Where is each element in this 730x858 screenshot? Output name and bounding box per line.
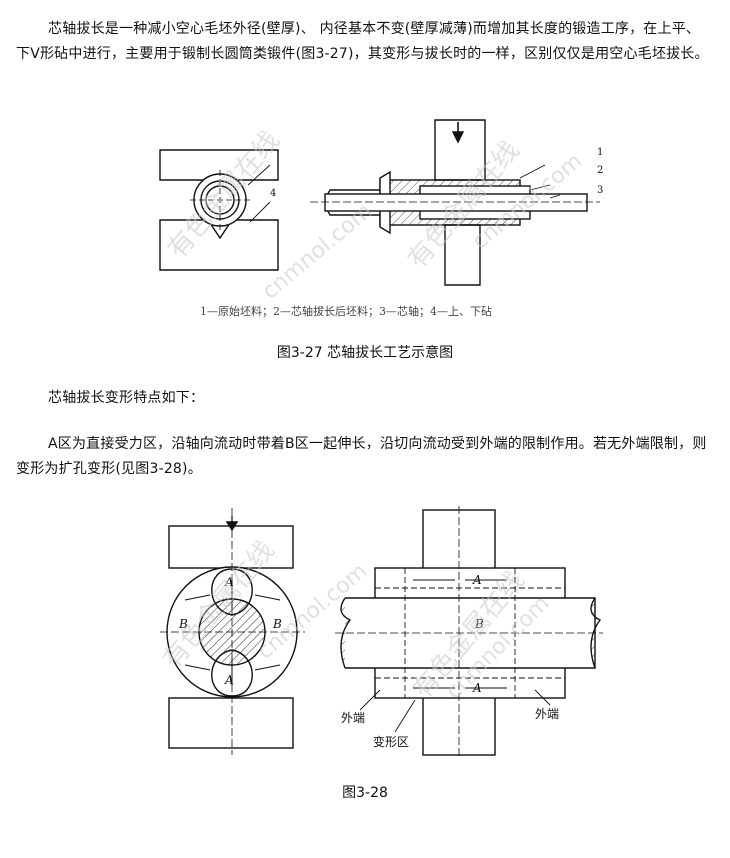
fig28-label-outer-end-left: 外端 [341,711,365,725]
figure-3-28: A A B B A A B 外端 外端 变形区 有色金属在线 cnmnol.co… [155,500,605,760]
fig28-label-a-bottom: A [224,673,234,687]
fig28-longitudinal-view [335,506,603,758]
figure-3-27-caption: 图3-27 芯轴拔长工艺示意图 [276,345,454,361]
intro-paragraph: 芯轴拔长是一种减小空心毛坯外径(壁厚)、 内径基本不变(壁厚减薄)而增加其长度的… [16,21,709,62]
fig28-cross-section [160,508,305,755]
fig27-legend: 1—原始坯料；2—芯轴拔长后坯料；3—芯轴；4—上、下砧 [200,304,492,318]
fig27-longitudinal-view [310,119,600,286]
fig28-label-a-side-top: A [472,573,482,587]
fig28-label-a-side-bottom: A [472,681,482,695]
fig28-label-b-side: B [474,617,484,631]
features-heading: 芯轴拔长变形特点如下： [48,390,205,406]
fig27-callout-4: 4 [270,188,276,199]
figure-3-28-caption: 图3-28 [342,785,388,801]
fig27-callout-2: 2 [597,165,603,176]
zone-a-paragraph: A区为直接受力区，沿轴向流动时带着B区一起伸长，沿切向流动受到外端的限制作用。若… [16,436,707,477]
fig27-callout-3: 3 [597,185,603,196]
fig28-label-outer-end-right: 外端 [535,707,559,721]
fig28-label-a-top: A [224,575,234,589]
fig27-callout-1: 1 [597,147,603,158]
fig28-label-b-right: B [272,617,282,631]
fig28-label-b-left: B [178,617,188,631]
figure-3-27: 4 1 2 3 1—原始坯料；2—芯轴拔长后坯料；3—芯轴；4—上、下砧 有色金… [150,110,620,335]
fig28-label-deform-zone: 变形区 [373,734,409,749]
fig27-cross-section [159,149,279,271]
